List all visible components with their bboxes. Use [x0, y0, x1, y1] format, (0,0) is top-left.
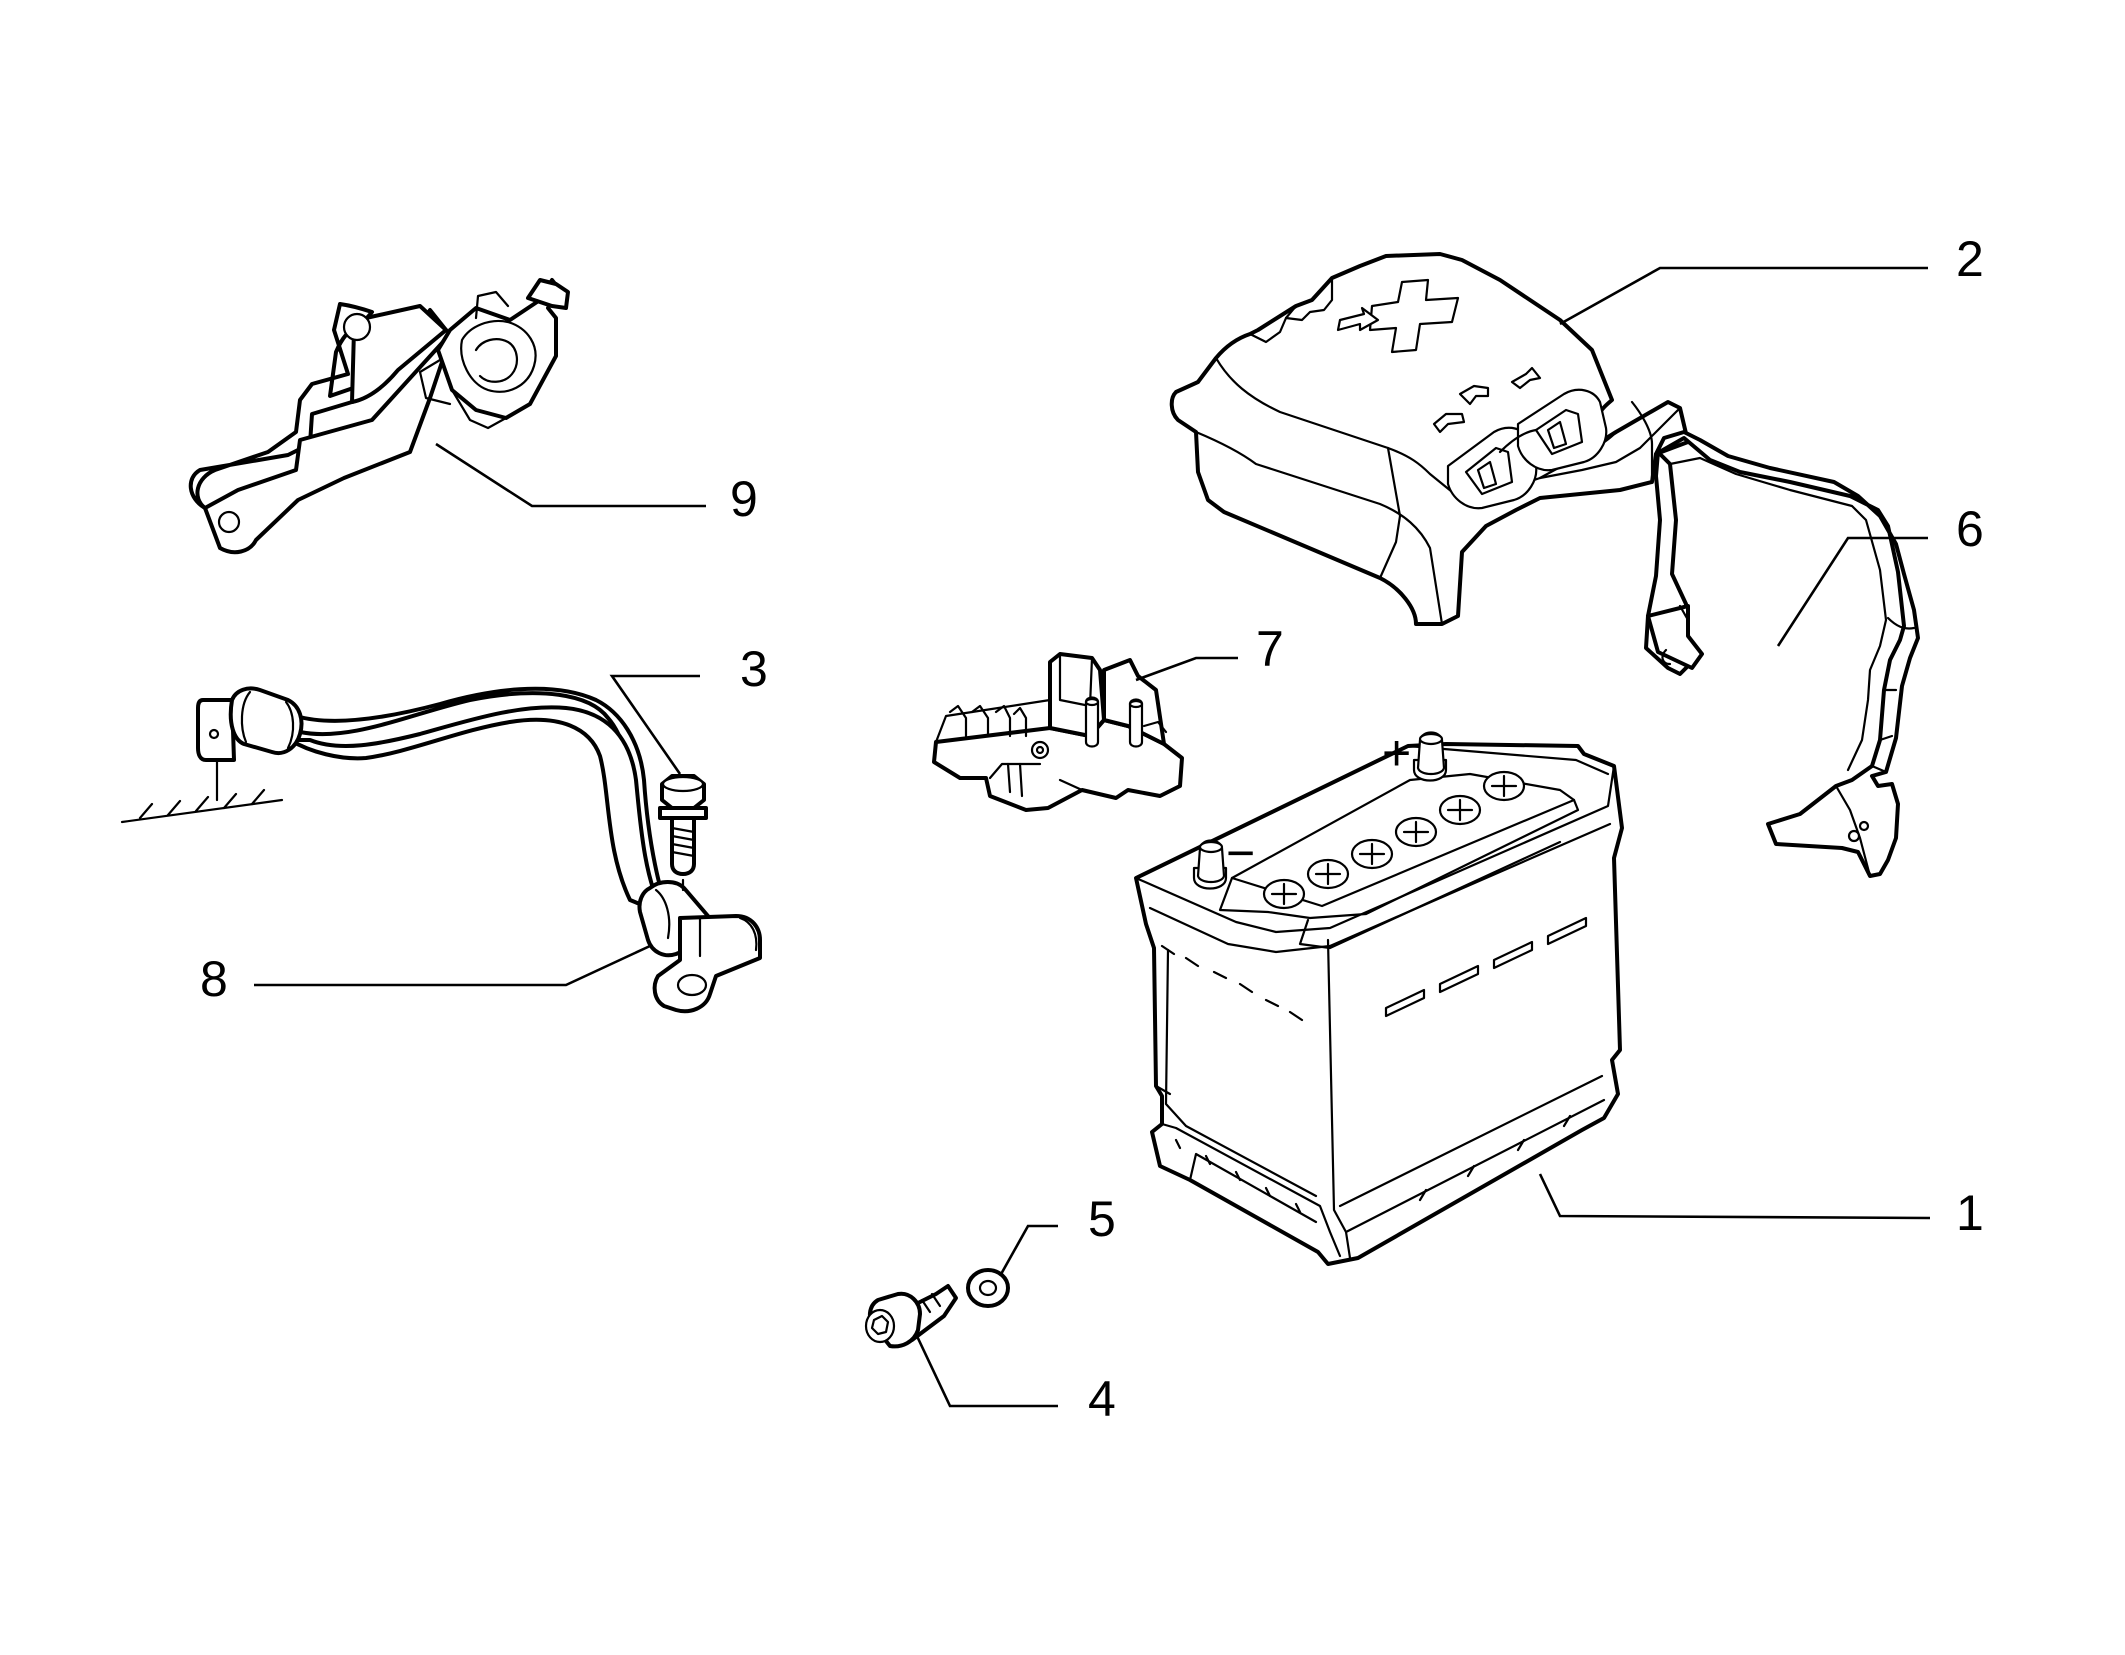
part-5-washer [966, 1268, 1010, 1308]
callout-3: 3 [740, 641, 768, 697]
leader-9 [435, 442, 706, 508]
part-4-socket-screw [864, 1284, 958, 1349]
callout-5: 5 [1088, 1191, 1116, 1247]
leader-6 [1776, 536, 1928, 647]
callout-1: 1 [1956, 1185, 1984, 1241]
callout-numbers: 1 2 3 4 5 6 7 8 9 [200, 231, 1984, 1427]
leader-3 [609, 674, 700, 775]
terminal-minus-label: − [1226, 825, 1255, 881]
callout-9: 9 [730, 471, 758, 527]
battery-negative-terminal: − [1192, 825, 1255, 890]
leader-5 [998, 1224, 1058, 1277]
terminal-plus-label: + [1382, 725, 1411, 781]
leader-1 [1538, 1173, 1931, 1220]
part-6-hold-down-bracket [1644, 430, 1920, 878]
callout-6: 6 [1956, 501, 1984, 557]
callout-7: 7 [1256, 621, 1284, 677]
callout-8: 8 [200, 951, 228, 1007]
part-7-fuse-block [932, 652, 1184, 812]
leader-2 [1559, 266, 1928, 326]
battery-vent-caps [1262, 770, 1526, 910]
part-9-bracket-sensor [188, 278, 570, 555]
part-8-ground-cable [120, 686, 762, 1014]
callout-2: 2 [1956, 231, 1984, 287]
callout-4: 4 [1088, 1371, 1116, 1427]
part-3-bolt [658, 774, 708, 892]
part-1-battery: − + [1134, 725, 1624, 1266]
leader-4 [914, 1333, 1058, 1408]
part-2-battery-cover [1169, 252, 1690, 626]
leader-7 [1135, 656, 1238, 682]
battery-positive-terminal: + [1382, 725, 1448, 782]
leader-lines [254, 266, 1931, 1408]
leader-8 [254, 944, 651, 987]
